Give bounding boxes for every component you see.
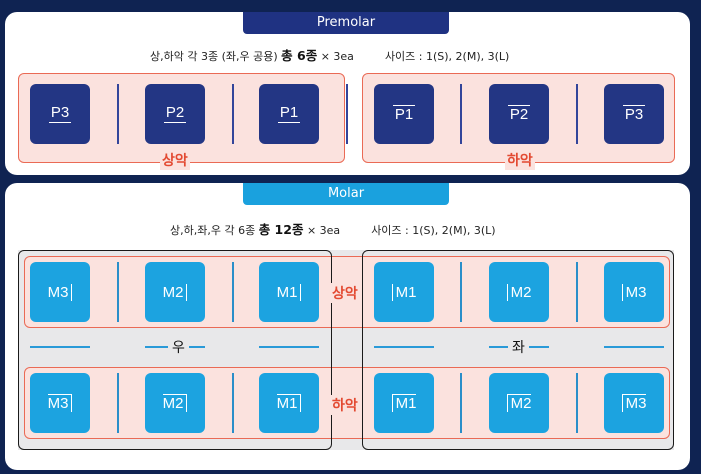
premolar-info-total: 총 6종 bbox=[281, 48, 318, 63]
divider bbox=[232, 373, 234, 433]
molar-info-total: 총 12종 bbox=[258, 222, 304, 237]
tooth-label: M3 bbox=[47, 394, 73, 412]
tooth-upper-right-m2[interactable]: M2 bbox=[145, 262, 205, 322]
tooth-upper-right-m3[interactable]: M3 bbox=[30, 262, 90, 322]
divider bbox=[460, 84, 462, 144]
divider bbox=[232, 84, 234, 144]
tooth-label: P2 bbox=[163, 104, 187, 123]
tooth-label: M2 bbox=[506, 394, 532, 412]
tooth-upper-p1[interactable]: P1 bbox=[259, 84, 319, 144]
center-divider bbox=[346, 84, 348, 144]
divider bbox=[576, 262, 578, 322]
tooth-label: M3 bbox=[621, 283, 646, 301]
tooth-upper-p2[interactable]: P2 bbox=[145, 84, 205, 144]
molar-info-sizes: 사이즈 : 1(S), 2(M), 3(L) bbox=[371, 224, 496, 237]
tooth-lower-left-m2[interactable]: M2 bbox=[489, 373, 549, 433]
molar-lower-label: 하악 bbox=[331, 395, 359, 415]
divider-line bbox=[259, 346, 319, 348]
tooth-lower-right-m1[interactable]: M1 bbox=[259, 373, 319, 433]
tooth-label: M2 bbox=[506, 283, 531, 301]
tooth-label: M1 bbox=[276, 394, 302, 412]
tooth-label: P1 bbox=[277, 104, 301, 123]
premolar-info-sizes: 사이즈 : 1(S), 2(M), 3(L) bbox=[384, 50, 510, 63]
tooth-lower-p2[interactable]: P2 bbox=[489, 84, 549, 144]
divider-line bbox=[374, 346, 434, 348]
molar-title: Molar bbox=[243, 183, 449, 205]
tooth-lower-right-m3[interactable]: M3 bbox=[30, 373, 90, 433]
left-quadrant-outline bbox=[362, 250, 674, 450]
premolar-info-prefix: 상,하악 각 3종 (좌,우 공용) bbox=[150, 50, 278, 63]
tooth-label: P3 bbox=[622, 105, 646, 123]
tooth-lower-right-m2[interactable]: M2 bbox=[145, 373, 205, 433]
premolar-title: Premolar bbox=[243, 12, 449, 34]
tooth-label: M1 bbox=[277, 283, 302, 301]
tooth-lower-left-m1[interactable]: M1 bbox=[374, 373, 434, 433]
premolar-upper-label: 상악 bbox=[160, 150, 190, 170]
tooth-label: P3 bbox=[48, 104, 72, 123]
tooth-label: M1 bbox=[391, 394, 417, 412]
premolar-info-mult: × 3ea bbox=[320, 50, 354, 63]
divider bbox=[117, 84, 119, 144]
tooth-label: P1 bbox=[392, 105, 416, 123]
divider bbox=[117, 262, 119, 322]
tooth-lower-left-m3[interactable]: M3 bbox=[604, 373, 664, 433]
premolar-lower-label: 하악 bbox=[505, 150, 535, 170]
tooth-label: M3 bbox=[48, 283, 73, 301]
right-side-label: 우 bbox=[168, 337, 189, 357]
tooth-upper-left-m3[interactable]: M3 bbox=[604, 262, 664, 322]
divider bbox=[460, 262, 462, 322]
molar-info-mult: × 3ea bbox=[306, 224, 341, 237]
left-side-label: 좌 bbox=[508, 337, 529, 357]
tooth-upper-left-m2[interactable]: M2 bbox=[489, 262, 549, 322]
tooth-upper-p3[interactable]: P3 bbox=[30, 84, 90, 144]
tooth-label: M1 bbox=[391, 283, 416, 301]
tooth-label: P2 bbox=[507, 105, 531, 123]
divider bbox=[232, 262, 234, 322]
tooth-upper-right-m1[interactable]: M1 bbox=[259, 262, 319, 322]
molar-info: 상,하,좌,우 각 6종 총 12종 × 3ea 사이즈 : 1(S), 2(M… bbox=[170, 219, 496, 238]
divider-line bbox=[604, 346, 664, 348]
tooth-label: M2 bbox=[163, 283, 188, 301]
tooth-label: M2 bbox=[162, 394, 188, 412]
divider bbox=[117, 373, 119, 433]
tooth-lower-p1[interactable]: P1 bbox=[374, 84, 434, 144]
right-quadrant-outline bbox=[18, 250, 332, 450]
tooth-label: M3 bbox=[621, 394, 647, 412]
molar-info-prefix: 상,하,좌,우 각 6종 bbox=[170, 224, 256, 237]
tooth-lower-p3[interactable]: P3 bbox=[604, 84, 664, 144]
divider bbox=[460, 373, 462, 433]
molar-upper-label: 상악 bbox=[331, 283, 359, 303]
tooth-upper-left-m1[interactable]: M1 bbox=[374, 262, 434, 322]
premolar-info: 상,하악 각 3종 (좌,우 공용) 총 6종 × 3ea 사이즈 : 1(S)… bbox=[150, 45, 509, 64]
divider bbox=[576, 373, 578, 433]
divider-line bbox=[30, 346, 90, 348]
divider bbox=[576, 84, 578, 144]
